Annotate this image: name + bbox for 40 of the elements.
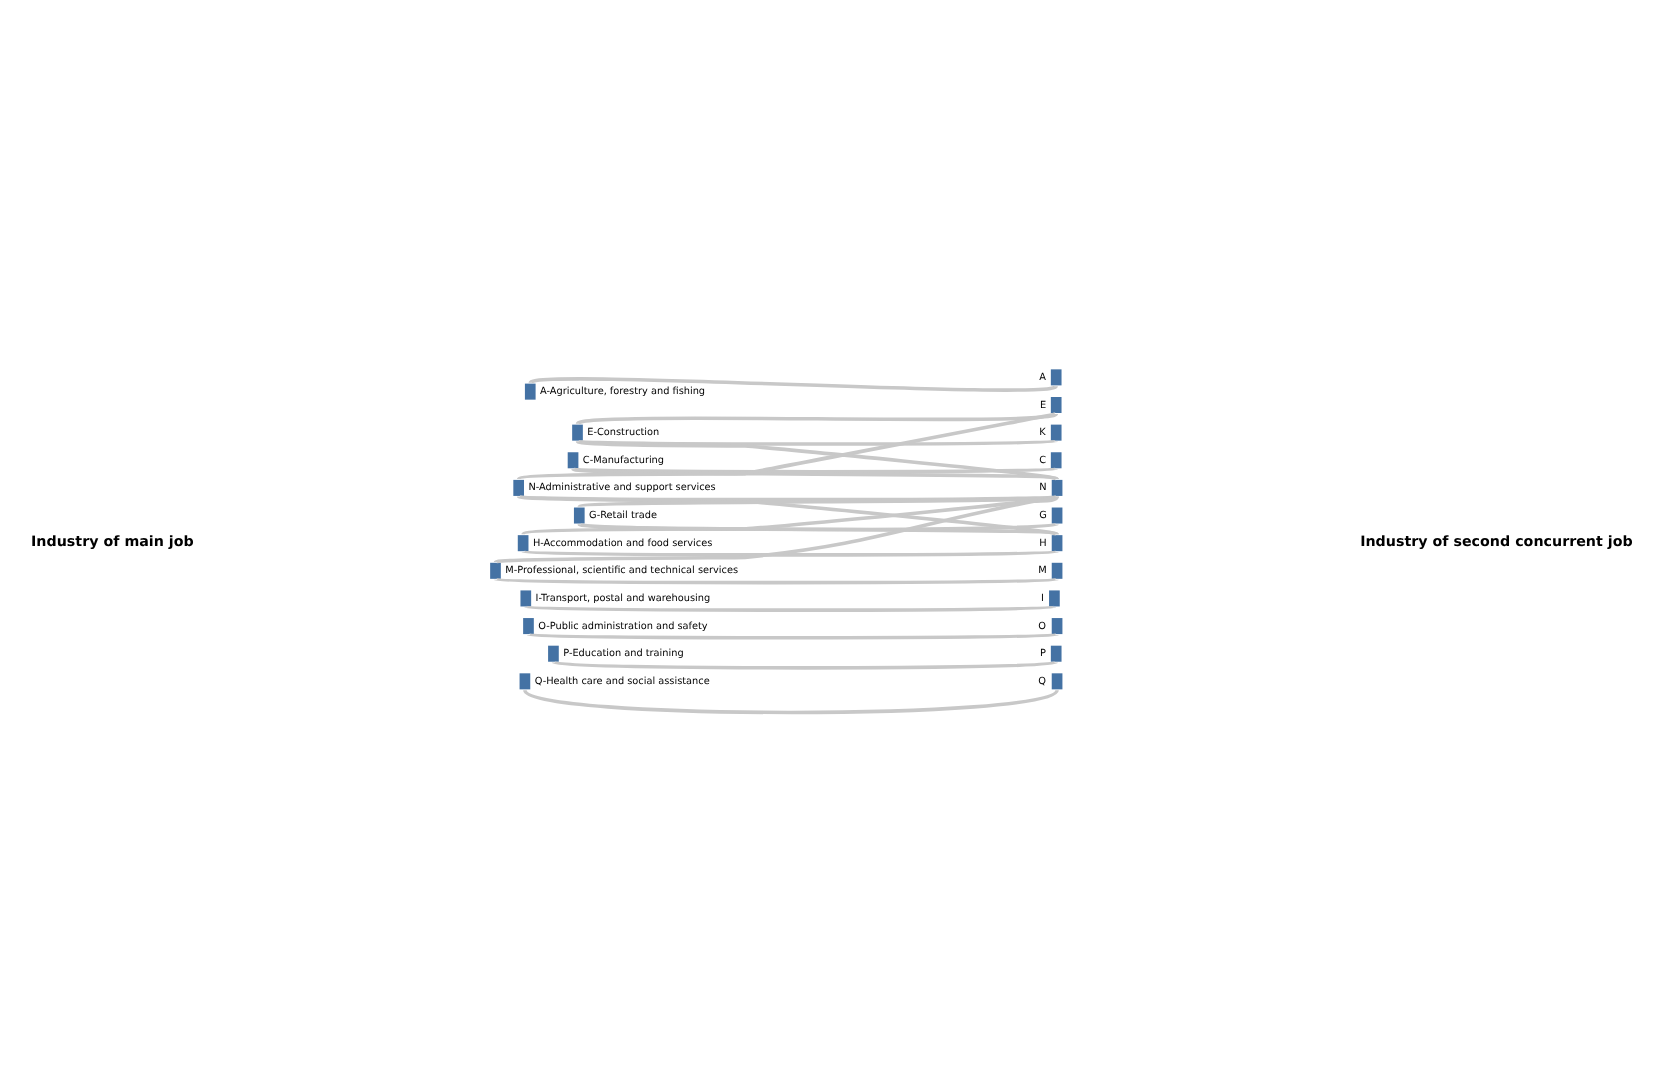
node-box	[490, 561, 501, 578]
node-box	[1050, 644, 1062, 661]
node-box	[1051, 617, 1063, 634]
connector	[495, 576, 1058, 584]
connector	[577, 438, 1057, 445]
connector	[518, 411, 1057, 480]
node-box	[523, 617, 534, 634]
node-box	[520, 589, 532, 606]
connector	[518, 494, 1058, 501]
connector	[495, 494, 1059, 563]
connector	[553, 659, 1057, 669]
node-box	[1051, 478, 1063, 495]
connector	[528, 632, 1058, 639]
node-box	[1050, 423, 1062, 440]
connector	[579, 521, 1058, 536]
connector	[529, 376, 1057, 391]
node-box	[573, 506, 585, 523]
connector	[579, 521, 1058, 531]
connector	[572, 466, 1058, 480]
node-box	[548, 644, 559, 661]
connector	[525, 604, 1055, 611]
node-box	[1050, 451, 1062, 468]
connector	[523, 687, 1059, 714]
connector	[523, 549, 1058, 556]
node-box	[1050, 396, 1062, 413]
node-box	[1051, 561, 1063, 578]
node-box	[1051, 672, 1063, 689]
node-box	[1049, 589, 1060, 606]
node-box	[524, 382, 536, 399]
node-box	[572, 423, 583, 440]
node-box	[519, 672, 531, 689]
connector	[577, 438, 1058, 480]
node-box	[1051, 506, 1063, 523]
node-box	[517, 534, 529, 551]
node-box	[567, 451, 579, 468]
node-box	[1051, 534, 1063, 551]
connector	[577, 411, 1057, 425]
node-box	[1050, 368, 1062, 385]
connector	[572, 466, 1057, 473]
node-box	[513, 478, 524, 495]
